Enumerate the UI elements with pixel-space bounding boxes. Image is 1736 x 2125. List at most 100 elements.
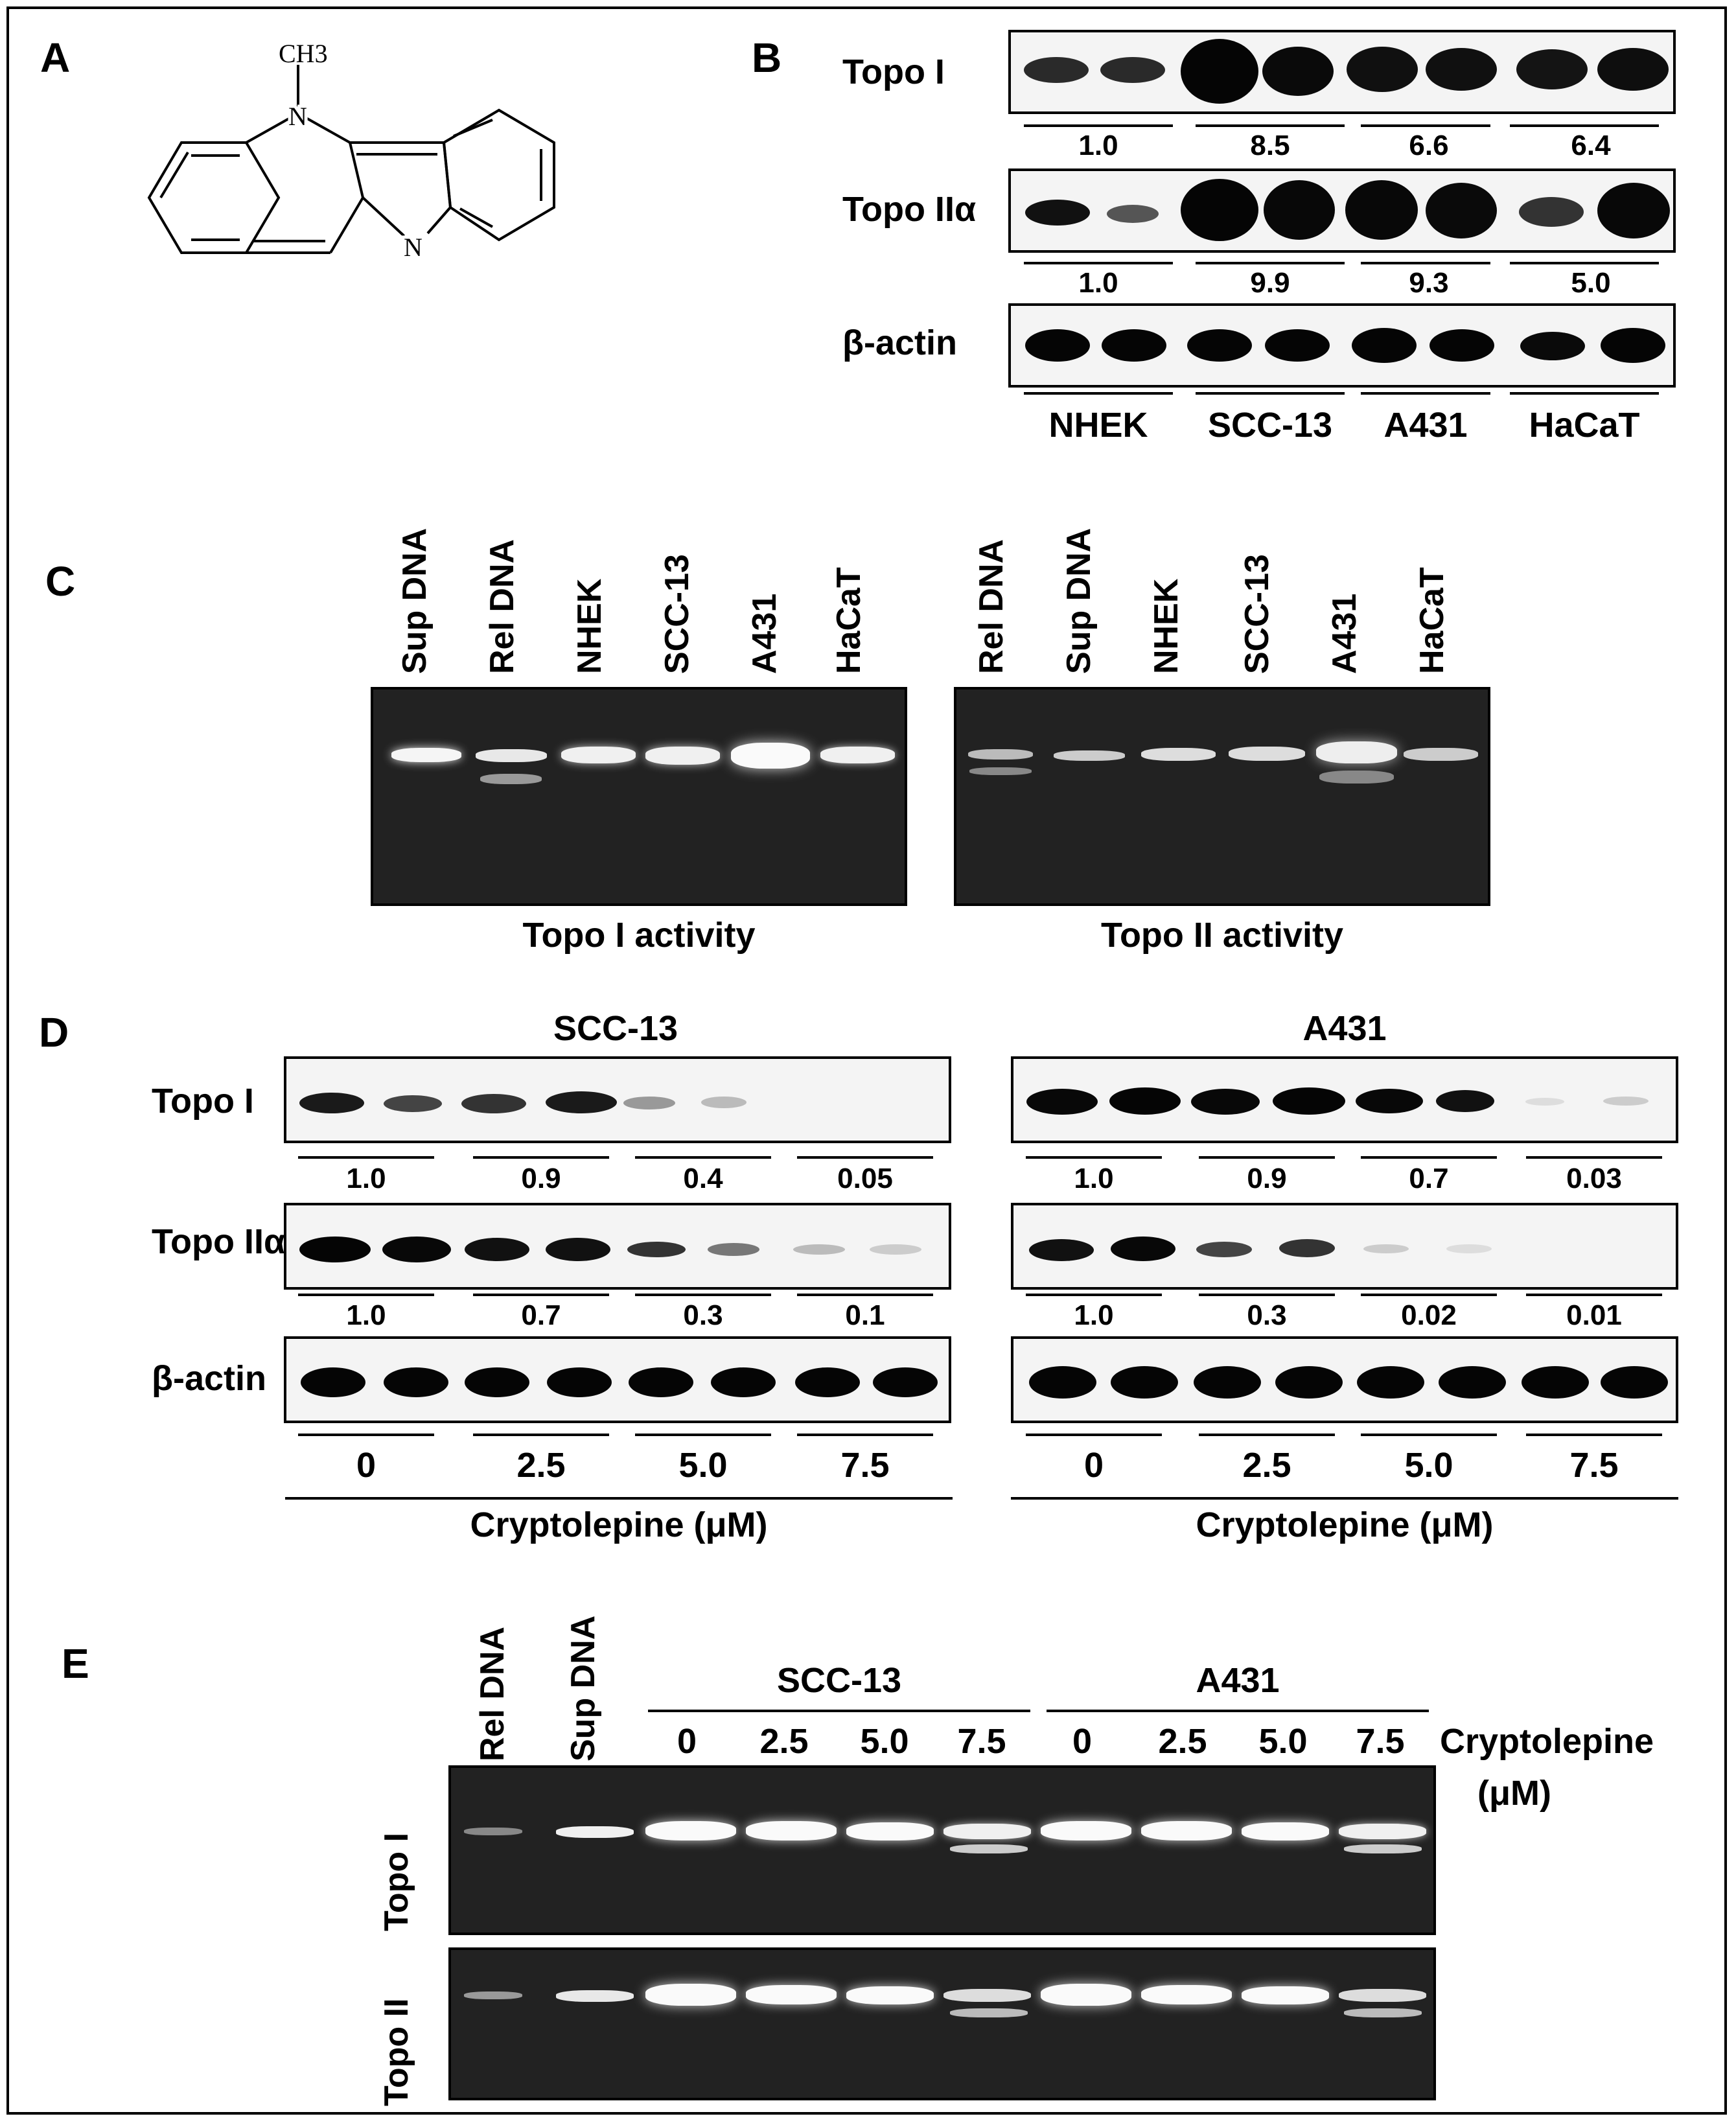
blot-band: [793, 1244, 845, 1255]
blot-band: [1024, 57, 1089, 83]
panel-b-row-label-actin: β-actin: [842, 323, 957, 362]
panel-b-cell-line-hacat: HaCaT: [1529, 406, 1640, 445]
panel-d-value: 1.0: [346, 1299, 386, 1331]
blot-band: [1603, 1097, 1649, 1106]
gel-band: [561, 747, 636, 763]
underline: [1510, 392, 1659, 395]
blot-band: [1426, 48, 1497, 91]
panel-e-dose: 5.0: [860, 1722, 909, 1761]
blot-band: [627, 1242, 686, 1257]
panel-e-label: E: [62, 1640, 89, 1687]
panel-d-row-label-topo2a: Topo IIα: [152, 1222, 286, 1261]
blot-band: [1181, 39, 1258, 104]
panel-e-row-label-topo2: Topo II: [378, 1998, 415, 2106]
gel-band: [464, 1991, 522, 1999]
panel-c-label: C: [45, 558, 76, 605]
blot-band: [1187, 329, 1252, 362]
blot-band: [1345, 180, 1418, 240]
panel-c-gel1-lane-label: Rel DNA: [483, 539, 521, 674]
underline: [1510, 262, 1659, 264]
underline: [1024, 392, 1173, 395]
panel-c-gel2-lane-label: A431: [1326, 593, 1363, 674]
underline: [797, 1294, 933, 1296]
underline: [1024, 124, 1173, 127]
panel-e-dose: 2.5: [759, 1722, 809, 1761]
panel-d-left-title: SCC-13: [553, 1009, 678, 1048]
blot-band: [1109, 1087, 1181, 1115]
blot-band: [795, 1367, 860, 1397]
underline: [1526, 1156, 1662, 1159]
underline: [635, 1156, 771, 1159]
blot-band: [1356, 1089, 1423, 1113]
blot-band: [1597, 183, 1670, 238]
gel-band: [1319, 771, 1394, 784]
gel-band: [846, 1986, 934, 2004]
panel-d-scc13-blot-topo1: [284, 1056, 951, 1143]
cryptolepine-structure: CH3 N N: [147, 39, 555, 265]
panel-b-row-label-topo1: Topo I: [842, 52, 945, 91]
gel-band: [746, 1821, 837, 1841]
gel-band: [1141, 1821, 1232, 1841]
blot-band: [1111, 1237, 1175, 1261]
panel-b-value: 5.0: [1571, 267, 1611, 299]
underline: [1199, 1294, 1335, 1296]
panel-d-left-xlabel: Cryptolepine (μM): [470, 1505, 768, 1544]
blot-band: [1107, 205, 1159, 223]
panel-d-scc13-blot-actin: [284, 1336, 951, 1423]
underline: [1196, 392, 1345, 395]
blot-band: [1597, 48, 1669, 91]
blot-band: [708, 1243, 759, 1256]
panel-d-value: 0.7: [1409, 1163, 1449, 1194]
blot-band: [623, 1097, 675, 1109]
blot-band: [1352, 328, 1417, 363]
gel-band: [820, 747, 895, 763]
blot-band: [1519, 197, 1584, 227]
panel-b-cell-line-scc13: SCC-13: [1207, 406, 1333, 445]
figure-frame: [6, 6, 1727, 2115]
panel-d-value: 1.0: [1074, 1163, 1114, 1194]
panel-d-value: 0.01: [1566, 1299, 1622, 1331]
underline: [298, 1294, 434, 1296]
panel-d-row-label-actin: β-actin: [152, 1359, 266, 1398]
panel-e-dose: 5.0: [1258, 1722, 1308, 1761]
underline: [648, 1710, 1030, 1712]
blot-band: [1029, 1239, 1094, 1261]
panel-e-unit-label: (μM): [1477, 1774, 1551, 1813]
blot-band: [1273, 1087, 1345, 1115]
gel-band: [645, 1821, 736, 1841]
underline: [473, 1156, 609, 1159]
blot-band: [870, 1244, 921, 1255]
panel-d-value: 0.1: [845, 1299, 885, 1331]
blot-band: [1026, 1089, 1098, 1115]
panel-d-a431-blot-topo1: [1011, 1056, 1678, 1143]
gel-band: [464, 1828, 522, 1835]
blot-band: [547, 1367, 612, 1397]
gel-band: [480, 774, 542, 784]
panel-c-gel1-lane-label: A431: [746, 593, 783, 674]
gel-band: [1041, 1821, 1131, 1841]
gel-band: [1141, 1985, 1232, 2004]
gel-band: [943, 1989, 1031, 2002]
panel-a-label: A: [40, 34, 71, 81]
panel-c-gel2-caption: Topo II activity: [1100, 916, 1344, 955]
gel-band: [950, 1844, 1028, 1853]
underline: [1199, 1434, 1335, 1436]
panel-c-gel1-lane-label: SCC-13: [658, 554, 696, 674]
svg-text:N: N: [404, 233, 422, 262]
blot-band: [1357, 1366, 1424, 1399]
blot-band: [711, 1367, 776, 1397]
panel-e-treatment-label: Cryptolepine: [1440, 1722, 1654, 1761]
panel-d-right-dose: 5.0: [1404, 1446, 1453, 1485]
blot-band: [1347, 47, 1418, 92]
panel-e-control-label: Sup DNA: [564, 1615, 602, 1761]
gel-band: [556, 1990, 634, 2002]
blot-band: [461, 1094, 526, 1113]
panel-b-cell-line-a431: A431: [1383, 406, 1468, 445]
panel-b-blot-actin: [1008, 303, 1676, 388]
panel-d-a431-blot-actin: [1011, 1336, 1678, 1423]
panel-d-value: 0.4: [683, 1163, 723, 1194]
gel-band: [1242, 1986, 1329, 2004]
blot-band: [1429, 329, 1494, 362]
blot-band: [384, 1095, 442, 1112]
panel-e-gel-topo1: [448, 1765, 1436, 1935]
